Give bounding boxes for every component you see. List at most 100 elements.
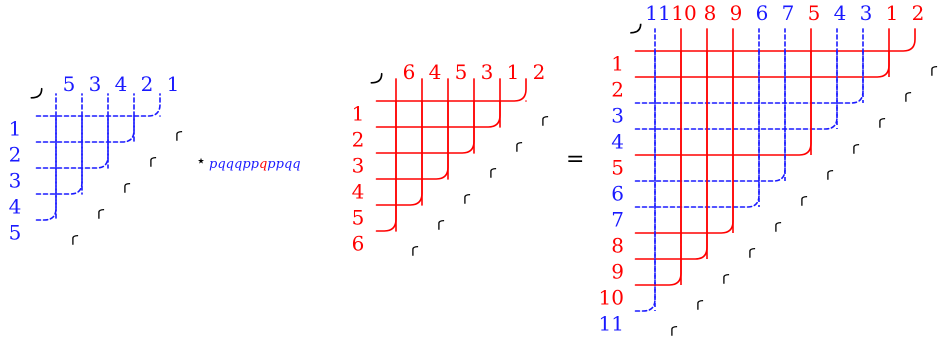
top-label: 4 (115, 72, 128, 96)
pipe-wire (634, 28, 786, 182)
boundary-elbow (697, 299, 704, 310)
boundary-elbow (490, 167, 497, 178)
corner-hook (30, 87, 43, 99)
left-label: 1 (611, 52, 624, 76)
boundary-elbow (124, 182, 131, 193)
boundary-elbow (827, 169, 834, 180)
corner-hook (370, 72, 383, 84)
star-operator: ⋆ pqqqppqppqq (196, 151, 301, 172)
pipe-wire (375, 78, 423, 206)
left-label: 11 (599, 312, 624, 336)
top-label: 1 (507, 60, 520, 84)
boundary-elbow (516, 141, 523, 152)
left-label: 1 (9, 117, 22, 141)
left-label: 4 (352, 180, 365, 204)
top-label: 9 (730, 1, 743, 25)
boundary-elbow (905, 91, 912, 102)
operator-letter: p (276, 157, 285, 172)
pipe-wire (634, 28, 864, 104)
boundary-elbow (775, 221, 782, 232)
operator-letter: q (234, 157, 242, 172)
star-symbol: ⋆ (196, 151, 206, 170)
boundary-elbow (723, 273, 730, 284)
top-label: 6 (403, 60, 416, 84)
left-label: 7 (611, 208, 624, 232)
left-label: 3 (9, 169, 22, 193)
pipe-wire (35, 93, 135, 143)
pipe-wire (634, 28, 916, 52)
left-label: 6 (352, 232, 365, 256)
pipe-wire (35, 93, 83, 195)
boundary-elbow (72, 234, 79, 245)
top-label: 4 (834, 1, 847, 25)
boundary-elbow (801, 195, 808, 206)
operator-letter: q (217, 157, 225, 172)
left-label: 5 (9, 221, 22, 245)
top-label: 10 (671, 1, 696, 25)
left-label: 10 (599, 286, 624, 310)
left-label: 1 (352, 102, 365, 126)
left-label: 5 (352, 206, 365, 230)
boundary-elbow (150, 156, 157, 167)
boundary-elbow (412, 245, 419, 256)
operator-letter: p (209, 157, 218, 172)
top-label: 2 (533, 60, 546, 84)
pipe-wire (634, 28, 838, 130)
pipe-wire (375, 78, 397, 232)
top-label: 3 (860, 1, 873, 25)
pipe-wire (35, 93, 161, 117)
left-label: 3 (611, 104, 624, 128)
pipe-wire (375, 78, 449, 180)
top-label: 2 (912, 1, 925, 25)
operator-letter: q (226, 157, 234, 172)
operator-letter: p (267, 157, 276, 172)
pipe-wire (35, 93, 109, 169)
pipe-wire (375, 78, 527, 102)
boundary-elbow (749, 247, 756, 258)
left-label: 9 (611, 260, 624, 284)
boundary-elbow (438, 219, 445, 230)
boundary-elbow (464, 193, 471, 204)
left-label: 4 (611, 130, 624, 154)
operator-word: pqqqppqppqq (209, 157, 301, 172)
top-label: 4 (429, 60, 442, 84)
top-label: 3 (481, 60, 494, 84)
equals-sign: = (566, 147, 584, 172)
left-label: 6 (611, 182, 624, 206)
top-label: 5 (455, 60, 468, 84)
corner-hook (630, 23, 642, 34)
pipe-wire (375, 78, 501, 128)
boundary-elbow (176, 130, 183, 141)
top-label: 1 (886, 1, 899, 25)
left-label: 2 (611, 78, 624, 102)
pipe-wire (634, 28, 760, 208)
operator-letter: q (259, 157, 267, 172)
boundary-elbow (879, 117, 886, 128)
left-label: 5 (611, 156, 624, 180)
operator-letter: p (251, 157, 260, 172)
operator-letter: q (284, 157, 292, 172)
top-label: 11 (645, 1, 670, 25)
top-label: 5 (63, 72, 76, 96)
top-label: 1 (167, 72, 180, 96)
boundary-elbow (98, 208, 105, 219)
pipe-wire (634, 28, 656, 312)
top-label: 8 (704, 1, 717, 25)
operator-letter: p (242, 157, 251, 172)
pipe-wire (634, 28, 708, 260)
boundary-elbow (853, 143, 860, 154)
top-label: 2 (141, 72, 154, 96)
pipe-wire (35, 93, 57, 221)
left-label: 8 (611, 234, 624, 258)
pipe-wire (375, 78, 475, 154)
boundary-elbow (542, 115, 549, 126)
top-label: 6 (756, 1, 769, 25)
top-label: 5 (808, 1, 821, 25)
left-label: 2 (352, 128, 365, 152)
pipe-wire (634, 28, 682, 286)
top-label: 3 (89, 72, 102, 96)
pipe-wire (634, 28, 734, 234)
